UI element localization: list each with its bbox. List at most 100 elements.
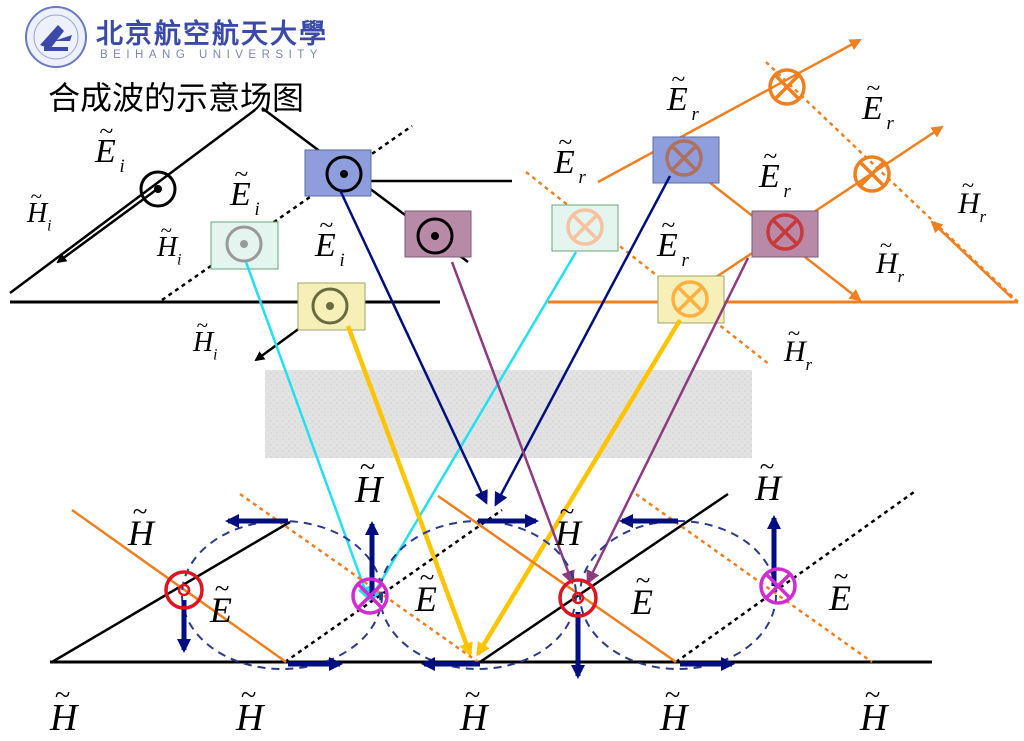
field-label-h-i: H~i — [156, 218, 181, 268]
field-label-e: E~ — [828, 562, 851, 618]
field-subscript: r — [898, 267, 905, 286]
tilde-mark: ~ — [99, 116, 113, 145]
tilde-mark: ~ — [833, 562, 848, 592]
composite-reflected-2 — [437, 494, 677, 664]
reflected-ray-1 — [597, 38, 862, 184]
field-subscript: r — [783, 181, 791, 202]
composite-wavefront-2 — [479, 492, 729, 664]
field-subscript: r — [886, 113, 894, 134]
field-subscript: i — [177, 251, 181, 268]
field-label-h: H~ — [354, 452, 385, 511]
field-letter: H — [354, 469, 385, 511]
tilde-mark: ~ — [759, 452, 774, 482]
field-letter: H — [235, 697, 266, 739]
purple-arrow-2 — [586, 257, 750, 585]
field-label-e-i: E~i — [229, 159, 260, 220]
field-subscript: i — [213, 346, 217, 363]
purple-arrow-1 — [450, 261, 575, 585]
field-loop-2 — [379, 520, 577, 670]
field-subscript: r — [578, 167, 586, 188]
field-letter: E — [656, 227, 678, 264]
field-label-h: H~ — [754, 452, 783, 508]
tilde-mark: ~ — [866, 73, 880, 102]
slide-title: 合成波的示意场图 — [48, 79, 305, 117]
field-letter: E — [414, 579, 437, 619]
tilde-mark: ~ — [160, 218, 172, 242]
composite-wave — [50, 490, 932, 679]
circle-dot-icon — [225, 225, 263, 263]
field-letter: E — [630, 582, 653, 622]
reflected-wavefront-dotted — [765, 61, 1019, 303]
field-label-e-r: E~r — [861, 73, 894, 134]
tilde-mark: ~ — [360, 452, 375, 483]
tilde-mark: ~ — [234, 159, 248, 188]
field-label-e-r: E~r — [758, 141, 791, 202]
field-subscript: i — [254, 199, 259, 220]
field-letter: H — [459, 697, 490, 739]
field-letter: H — [783, 335, 808, 368]
composite-wavefront-dotted-1 — [284, 508, 503, 664]
tilde-mark: ~ — [635, 566, 650, 596]
cyan-arrow-1 — [244, 261, 371, 601]
university-name-cn: 北京航空航天大學 — [96, 19, 328, 50]
field-letter: H — [554, 513, 583, 553]
h-reflected-arrow-2 — [930, 220, 1013, 299]
field-letter: H — [754, 468, 783, 508]
field-subscript: i — [119, 156, 124, 177]
field-letter: H — [49, 697, 80, 739]
field-subscript: r — [691, 104, 699, 125]
cyan-arrow-2 — [368, 251, 578, 603]
field-label-e: E~ — [630, 566, 653, 622]
field-letter: H — [192, 327, 215, 358]
field-label-h: H~ — [235, 680, 266, 739]
circle-dot-icon — [164, 570, 204, 610]
tilde-mark: ~ — [30, 184, 42, 208]
composite-wavefront-1 — [51, 520, 291, 664]
field-label-h: H~ — [127, 497, 156, 553]
field-subscript: i — [47, 217, 51, 234]
connecting-arrows — [244, 175, 750, 657]
field-loop-3 — [579, 520, 777, 670]
field-label-h: H~ — [49, 680, 80, 739]
field-letter: E — [758, 158, 780, 195]
field-letter: H — [875, 247, 900, 280]
field-letter: E — [828, 578, 851, 618]
tilde-mark: ~ — [214, 574, 229, 604]
circle-dot-icon — [558, 578, 598, 618]
field-letter: E — [553, 144, 575, 181]
tilde-mark: ~ — [132, 497, 147, 527]
field-label-h-r: H~ r — [875, 233, 905, 286]
tilde-mark: ~ — [880, 233, 892, 258]
field-label-e-r: E~ r — [666, 64, 699, 125]
field-label-e-r: E~ r — [656, 210, 689, 271]
field-subscript: r — [980, 207, 987, 226]
field-letter: E — [209, 590, 232, 630]
field-letter: H — [659, 697, 690, 739]
circle-dot-icon — [325, 155, 363, 193]
composite-reflected-1 — [71, 508, 287, 664]
field-label-h: H~ — [459, 680, 490, 739]
field-label-h: H~ — [659, 680, 690, 739]
field-label-e-r: E~ r — [553, 127, 586, 188]
circle-dot-icon — [139, 170, 177, 208]
tilde-mark: ~ — [241, 680, 256, 711]
field-letter: E — [666, 81, 688, 118]
tilde-mark: ~ — [419, 563, 434, 593]
tilde-mark: ~ — [661, 210, 675, 239]
incident-wavefront-dotted — [161, 124, 413, 302]
field-letter: H — [26, 198, 49, 229]
field-label-e-i: E~i — [314, 210, 345, 271]
tilde-mark: ~ — [558, 127, 572, 156]
field-label-h: H~ — [554, 497, 583, 553]
navy-arrow-1 — [338, 189, 488, 505]
field-label-e: E~ — [209, 574, 232, 630]
tilde-mark: ~ — [319, 210, 333, 239]
composite-wavefront-dotted-2 — [675, 490, 915, 664]
field-subscript: r — [681, 250, 689, 271]
navy-arrow-2 — [494, 175, 672, 507]
tilde-mark: ~ — [962, 173, 974, 198]
circle-dot-icon — [311, 287, 349, 325]
tilde-mark: ~ — [671, 64, 685, 93]
